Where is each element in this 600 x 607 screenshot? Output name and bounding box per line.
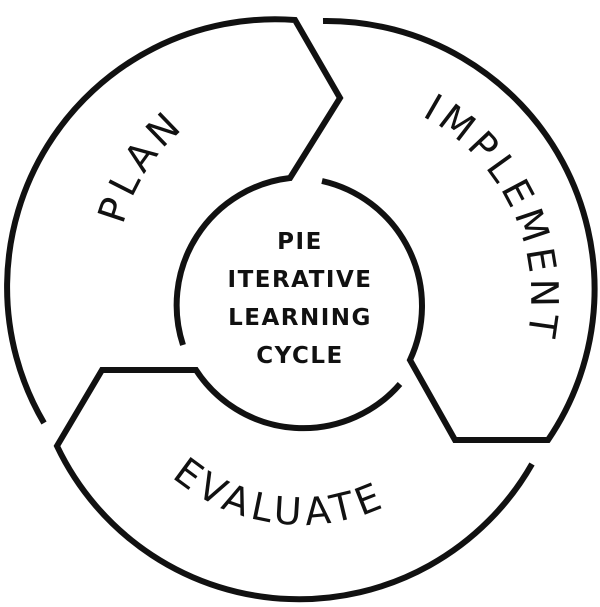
center-title-line-4: CYCLE [256, 343, 343, 369]
plan-label: PLAN [89, 101, 192, 228]
center-title-line-1: PIE [277, 229, 323, 255]
evaluate-label: EVALUATE [166, 449, 392, 534]
center-title-line-2: ITERATIVE [228, 267, 373, 293]
plan-segment [4, 16, 344, 425]
evaluate-segment [53, 367, 535, 603]
implement-label: IMPLEMENT [417, 85, 566, 345]
center-title-line-3: LEARNING [228, 305, 372, 331]
implement-segment [321, 17, 598, 443]
